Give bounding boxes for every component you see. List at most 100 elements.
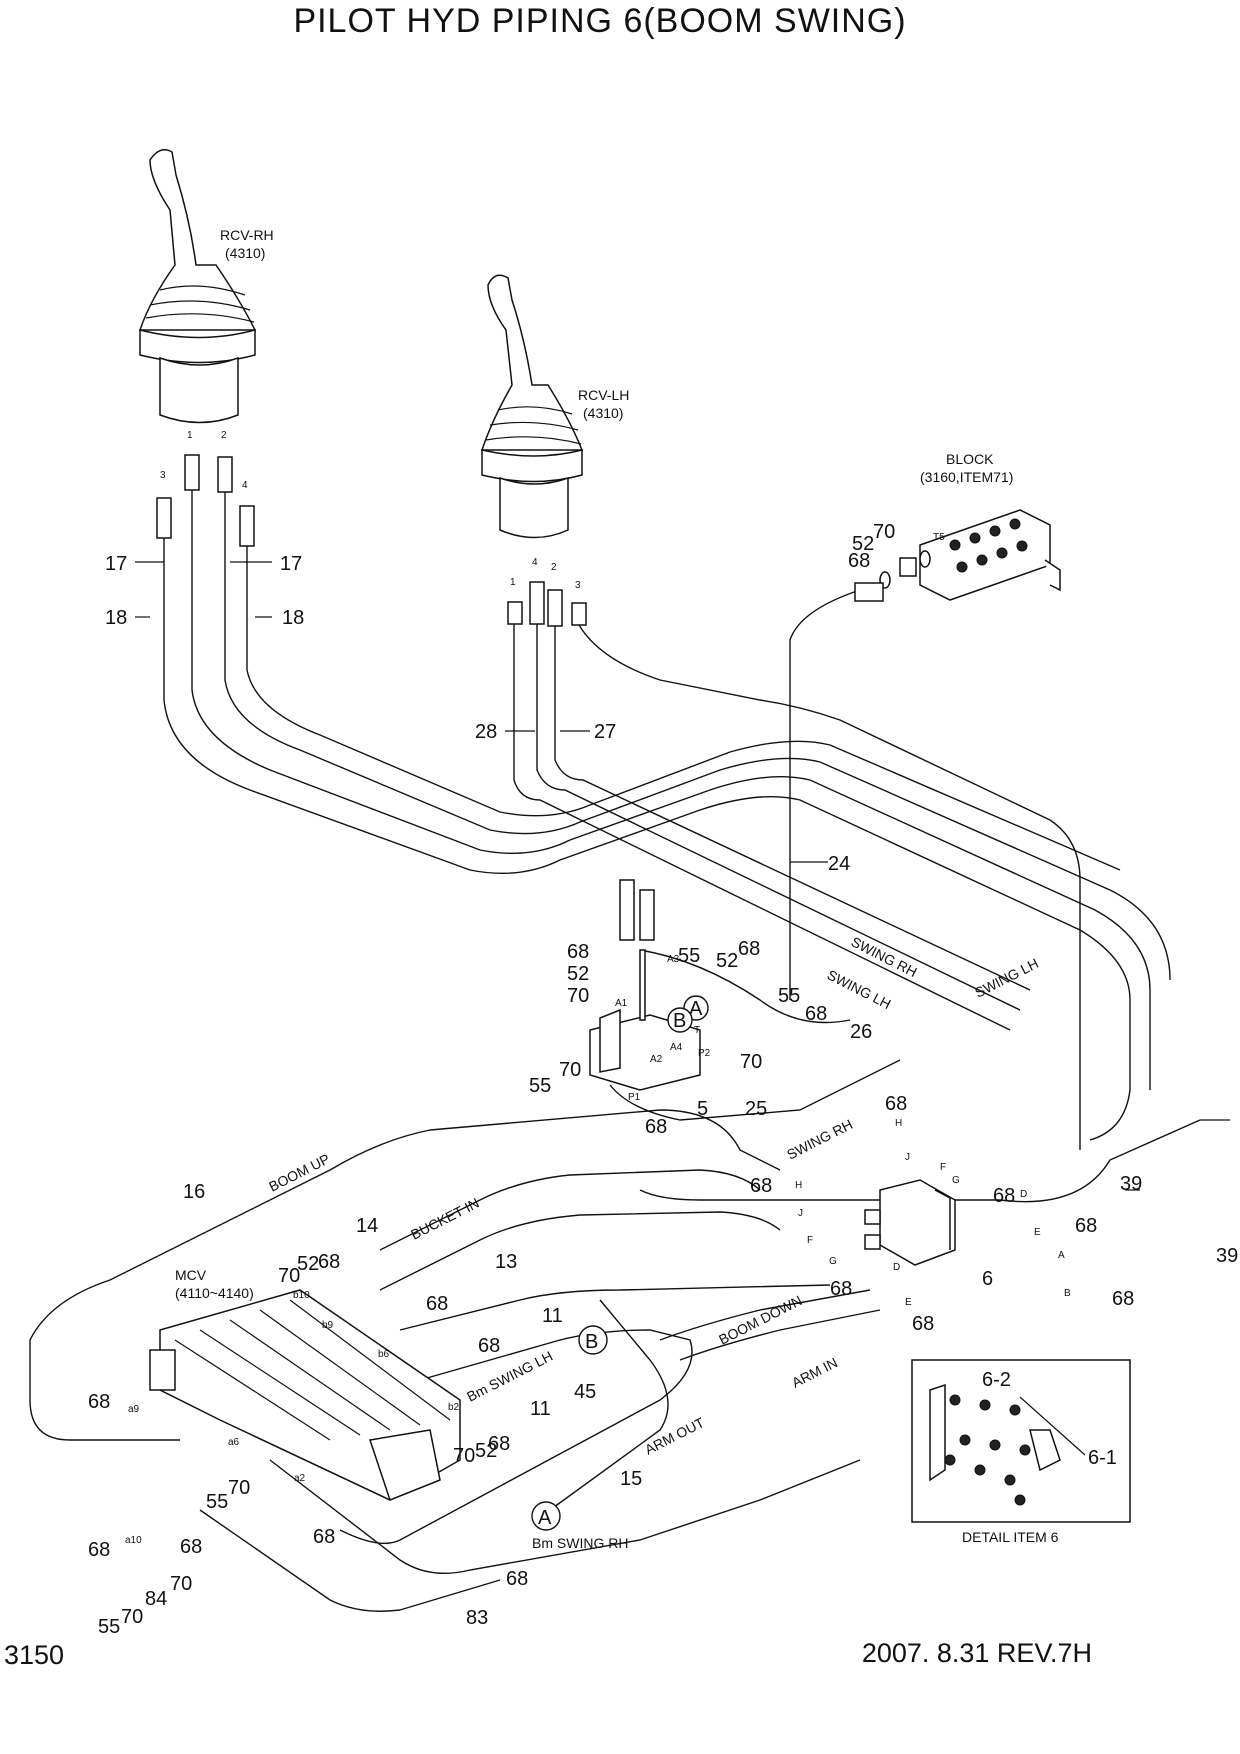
callout-68-6d: 68 [1075,1215,1097,1237]
revision-date: 2007. 8.31 REV.7H [861,1638,1092,1668]
callout-28: 28 [475,721,497,743]
callout-52-block: 52 [852,533,874,555]
port-b-6: B [1064,1288,1071,1299]
callout-68-v5a: 68 [567,941,589,963]
callout-68-6g: 68 [912,1313,934,1335]
page-number: 3150 [4,1640,65,1670]
callout-52-mcv-b: 52 [475,1440,497,1462]
callout-55-mcv-b: 55 [98,1616,120,1638]
callout-5: 5 [697,1098,708,1120]
rcv-rh-fittings [156,454,255,547]
callout-52-v5b: 52 [716,950,738,972]
mcv-ref: (4110~4140) [175,1285,254,1301]
rcv-lh-joystick [480,274,584,539]
rcv-lh-name: RCV-LH [578,387,629,403]
label-boom-down: BOOM DOWN [716,1292,804,1348]
callout-39-a: 39 [1120,1173,1142,1195]
rcv-rh-port-2: 2 [221,430,227,441]
block [919,509,1061,601]
rcv-lh-fittings [507,581,587,627]
callout-70-block: 70 [873,521,895,543]
callout-18-right: 18 [282,607,304,629]
block-fittings [854,550,931,602]
callout-55-v5c: 55 [529,1075,551,1097]
callout-70-v5a: 70 [567,985,589,1007]
port-b10: b10 [293,1290,310,1301]
callout-17-left: 17 [105,553,127,575]
callout-68-6e: 68 [830,1278,852,1300]
callout-55-v5a: 55 [678,945,700,967]
callout-68-6b: 68 [750,1175,772,1197]
callout-68-v5b: 68 [738,938,760,960]
port-f-1: F [940,1162,946,1173]
detail-item-6-caption: DETAIL ITEM 6 [962,1529,1059,1545]
label-swing-rh-2: SWING RH [784,1116,855,1163]
svg-text:B: B [585,1331,598,1353]
label-swing-lh-2: SWING LH [825,966,894,1012]
port-j-1: J [905,1152,910,1163]
callout-68-mcv-b: 68 [426,1293,448,1315]
callout-70-mcv-e: 70 [121,1606,143,1628]
callout-68-mcv-g: 68 [180,1536,202,1558]
port-a4: A4 [670,1042,683,1053]
callout-11-a: 11 [542,1305,563,1327]
port-h-2: H [795,1180,802,1191]
block-ref: (3160,ITEM71) [920,469,1013,485]
callout-70-mcv-d: 70 [170,1573,192,1595]
callout-45: 45 [574,1381,596,1403]
rcv-rh-ref: (4310) [225,245,265,261]
callout-11-b: 11 [530,1398,551,1420]
detail-callout-b-lower: B [578,1325,608,1355]
callout-83: 83 [466,1607,488,1629]
label-swing-lh-1: SWING LH [972,955,1041,1001]
callout-25: 25 [745,1098,767,1120]
callout-27: 27 [594,721,616,743]
callout-68-mcv-h: 68 [88,1539,110,1561]
callout-55-v5b: 55 [778,985,800,1007]
rcv-lh-port-3: 3 [575,580,581,591]
port-e-2: E [905,1297,912,1308]
mcv-valve [149,1289,461,1501]
rcv-rh-port-1: 1 [187,430,193,441]
port-letters-6: H J F G D E A B H J F G D E [795,1118,1071,1308]
port-j-2: J [798,1208,803,1219]
port-a6: a6 [228,1437,240,1448]
callout-55-mcv: 55 [206,1491,228,1513]
callout-70-mcv-a: 70 [278,1265,300,1287]
pilot-hoses [29,490,1201,1612]
callout-68-v5d: 68 [645,1116,667,1138]
callout-6-1: 6-1 [1088,1447,1117,1469]
callout-68-6f: 68 [1112,1288,1134,1310]
port-g-1: G [952,1175,960,1186]
rcv-rh-name: RCV-RH [220,227,274,243]
callout-68-mcv-i: 68 [506,1568,528,1590]
callout-17-right: 17 [280,553,302,575]
callout-68-6c: 68 [993,1185,1015,1207]
label-bm-swing-rh: Bm SWING RH [532,1535,628,1551]
rcv-rh-port-4: 4 [242,480,248,491]
rcv-lh-ref: (4310) [583,405,623,421]
port-b2: b2 [448,1402,460,1413]
port-a1: A1 [615,998,628,1009]
valve-block-5 [589,879,701,1091]
callout-14: 14 [356,1215,378,1237]
block-name: BLOCK [946,451,994,467]
valve-block-6 [864,1179,956,1266]
port-a2: A2 [650,1054,663,1065]
callout-68-mcv-c: 68 [478,1335,500,1357]
svg-text:A: A [689,998,703,1020]
callout-68-mcv-e: 68 [88,1391,110,1413]
callout-68-block: 68 [848,550,870,572]
callout-68-mcv-f: 68 [313,1526,335,1548]
callout-68-mcv-d: 68 [488,1433,510,1455]
label-boom-up: BOOM UP [266,1150,332,1194]
mcv-port-labels: b10 b9 b6 b2 a9 a6 a2 a10 [125,1290,460,1546]
port-a10: a10 [125,1535,142,1546]
leader-lines [135,561,1230,1456]
svg-text:A: A [538,1507,552,1529]
rcv-lh-port-4: 4 [532,557,538,568]
page-title: PILOT HYD PIPING 6(BOOM SWING) [293,2,907,40]
port-d-1: D [1020,1189,1027,1200]
port-p1: P1 [628,1092,641,1103]
port-f-2: F [807,1235,813,1246]
